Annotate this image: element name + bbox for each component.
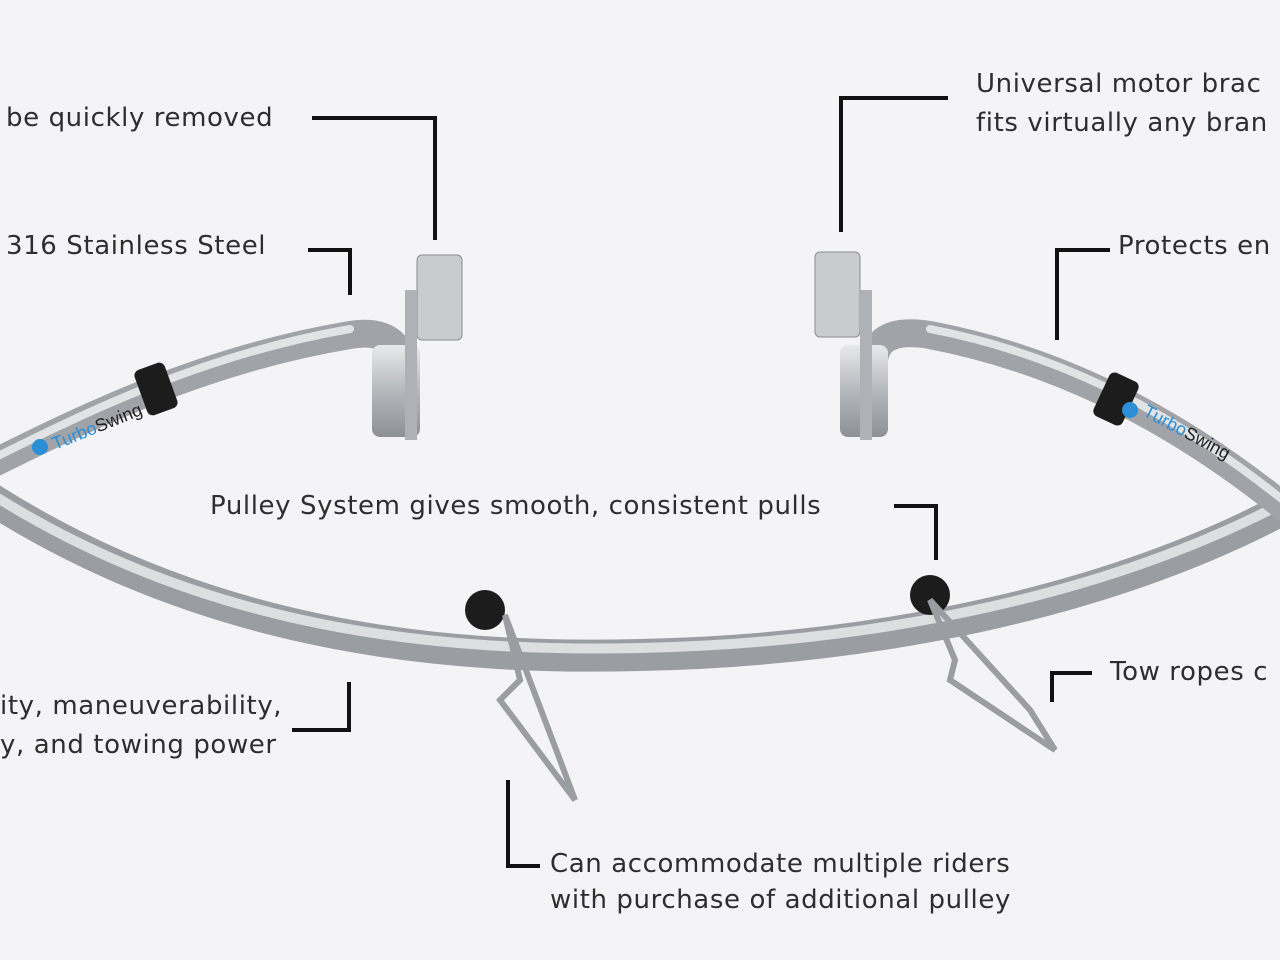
- label-bracket-2: fits virtually any bran: [976, 108, 1268, 138]
- leader-steel: [308, 248, 352, 295]
- pulley-right: [910, 575, 1058, 753]
- leader-pulley: [894, 504, 938, 560]
- leader-riders: [506, 780, 540, 868]
- clamp-left: [134, 362, 178, 416]
- label-protects: Protects en: [1118, 231, 1271, 261]
- label-pulley: Pulley System gives smooth, consistent p…: [210, 491, 822, 521]
- label-steel: 316 Stainless Steel: [6, 231, 267, 261]
- leader-bracket: [839, 96, 948, 232]
- label-removable: be quickly removed: [6, 103, 274, 133]
- leader-tow: [1050, 671, 1092, 702]
- label-maneuver-1: ity, maneuverability,: [0, 691, 283, 721]
- leader-protects: [1055, 248, 1110, 340]
- label-riders-1: Can accommodate multiple riders: [550, 849, 1011, 879]
- right-bracket: [814, 251, 888, 440]
- label-riders-2: with purchase of additional pulley: [550, 885, 1011, 915]
- leader-removable: [312, 116, 437, 240]
- label-tow-ropes: Tow ropes c: [1110, 657, 1269, 687]
- label-bracket-1: Universal motor brac: [976, 69, 1262, 99]
- leader-maneuver: [292, 682, 351, 732]
- pulley-left: [465, 590, 578, 802]
- left-bracket: [372, 254, 463, 440]
- label-maneuver-2: y, and towing power: [0, 730, 277, 760]
- leader-lines: [292, 96, 1110, 868]
